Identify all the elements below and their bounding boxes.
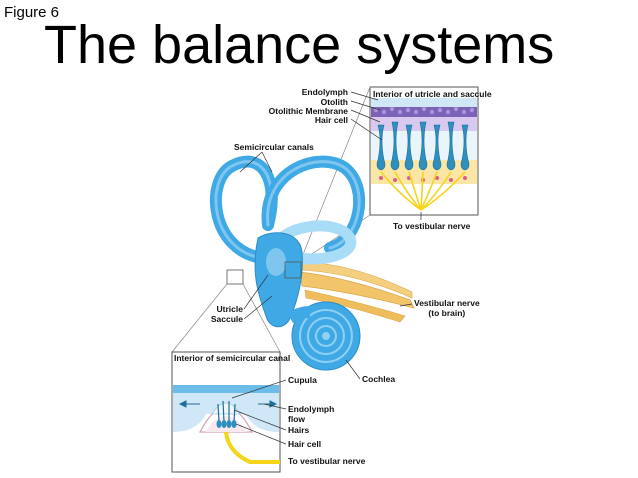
- label-endolymph-flow: Endolymph flow: [288, 404, 335, 424]
- label-hairs: Hairs: [288, 425, 310, 435]
- inner-ear-labyrinth: [209, 155, 415, 371]
- label-otolithic-membrane: Otolithic Membrane: [268, 106, 348, 116]
- slide-title: The balance systems: [44, 15, 555, 75]
- canal-hairs: [217, 400, 236, 423]
- vestibular-nerve: [297, 261, 415, 323]
- label-utricle: Utricle: [216, 304, 243, 314]
- label-saccule: Saccule: [210, 314, 243, 324]
- label-otolith: Otolith: [320, 97, 348, 107]
- utricle-zoom-marker: [284, 261, 302, 279]
- semicircular-canal-inset: [171, 351, 281, 473]
- label-vestibular-nerve: Vestibular nerve (to brain): [414, 298, 480, 318]
- utricle-inset-title: Interior of utricle and saccule: [373, 89, 492, 99]
- utricle-interior-inset: [369, 86, 479, 216]
- label-cupula: Cupula: [288, 375, 317, 385]
- canal-vestibular-nerve: [224, 431, 280, 464]
- canal-zoom-marker: [226, 269, 244, 285]
- label-endolymph: Endolymph: [301, 87, 348, 97]
- label-semicircular-canals: Semicircular canals: [234, 142, 314, 152]
- otolith-layer: [371, 107, 477, 117]
- label-cochlea: Cochlea: [362, 374, 396, 384]
- label-hair-cell-utricle: Hair cell: [314, 115, 348, 125]
- cochlea: [286, 301, 361, 371]
- figure-label: Figure 6: [4, 4, 60, 21]
- label-hair-cell-canal: Hair cell: [288, 439, 322, 449]
- canal-inset-title: Interior of semicircular canal: [174, 353, 291, 363]
- hair-cells: [376, 121, 470, 182]
- label-to-vestibular-nerve-utricle: To vestibular nerve: [393, 221, 471, 231]
- utricle-nerve-fibers: [380, 171, 466, 211]
- label-to-vestibular-nerve-canal: To vestibular nerve: [288, 456, 366, 466]
